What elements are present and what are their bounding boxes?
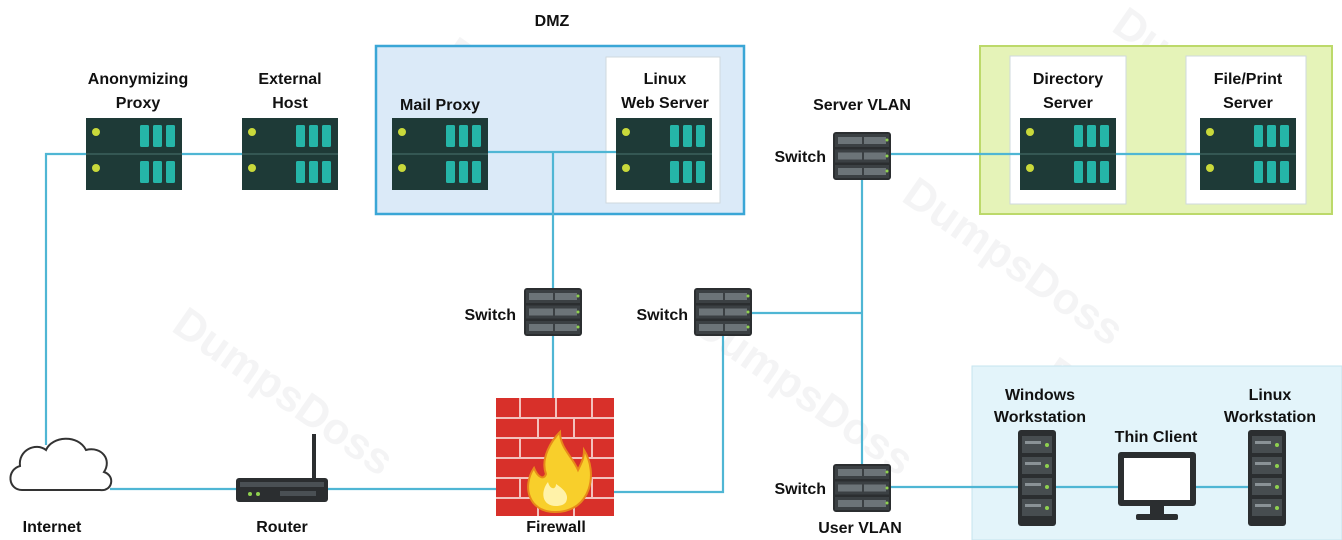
thin-client: Thin Client: [1115, 429, 1198, 520]
network-switch-icon: [694, 288, 752, 336]
firewall-icon: [496, 398, 614, 516]
linux-web-server: Linux Web Server: [616, 71, 712, 190]
router-label: Router: [256, 519, 308, 536]
linux-web-server-label-line2: Web Server: [621, 95, 709, 112]
windows-workstation-label-line2: Workstation: [994, 409, 1086, 426]
network-switch-icon: [524, 288, 582, 336]
connections: [44, 150, 1248, 494]
router: Router: [236, 434, 328, 536]
switch-label: Switch: [464, 307, 516, 324]
thin-client-label: Thin Client: [1115, 429, 1198, 446]
network-switch-icon: [833, 464, 891, 512]
firewall-label: Firewall: [526, 519, 586, 536]
rack-server-icon: [86, 118, 182, 190]
external-host: External Host: [242, 71, 338, 190]
anonymizing-proxy-label-line1: Anonymizing: [88, 71, 188, 88]
directory-server-label-line1: Directory: [1033, 71, 1103, 88]
switch-label: Switch: [636, 307, 688, 324]
server-vlan-label: Server VLAN: [813, 97, 911, 114]
server-vlan-switch: Switch: [774, 132, 891, 180]
rack-server-icon: [392, 118, 488, 190]
switch-label: Switch: [774, 481, 826, 498]
external-host-label-line1: External: [258, 71, 321, 88]
user-vlan-switch: Switch: [774, 464, 891, 512]
user-vlan-label: User VLAN: [818, 520, 902, 537]
windows-workstation: Windows Workstation: [994, 387, 1086, 526]
dmz-label: DMZ: [535, 13, 570, 30]
firewall: Firewall: [496, 398, 614, 536]
directory-server-label-line2: Server: [1043, 95, 1093, 112]
rack-server-icon: [1200, 118, 1296, 190]
anonymizing-proxy-label-line2: Proxy: [116, 95, 161, 112]
tower-server-icon: [1248, 430, 1286, 526]
switch-label: Switch: [774, 149, 826, 166]
linux-workstation-label-line2: Workstation: [1224, 409, 1316, 426]
directory-server: Directory Server: [1020, 71, 1116, 190]
rack-server-icon: [616, 118, 712, 190]
windows-workstation-label-line1: Windows: [1005, 387, 1075, 404]
mail-proxy-label: Mail Proxy: [400, 97, 480, 114]
mail-proxy: Mail Proxy: [392, 97, 488, 190]
monitor-icon: [1118, 452, 1196, 520]
tower-server-icon: [1018, 430, 1056, 526]
link-firewall-switch: [612, 334, 725, 494]
rack-server-icon: [1020, 118, 1116, 190]
cloud-icon: [9, 437, 113, 492]
network-switch-icon: [833, 132, 891, 180]
dmz-switch: Switch: [464, 288, 582, 336]
core-switch: Switch: [636, 288, 752, 336]
link-internet-proxy: [44, 152, 86, 445]
internet-label: Internet: [23, 519, 82, 536]
file-print-server: File/Print Server: [1200, 71, 1296, 190]
internet: Internet: [9, 437, 113, 536]
file-print-server-label-line2: Server: [1223, 95, 1273, 112]
router-icon: [236, 434, 328, 502]
linux-web-server-label-line1: Linux: [644, 71, 687, 88]
file-print-server-label-line1: File/Print: [1214, 71, 1283, 88]
watermark-text: DumpsDoss: [164, 298, 402, 485]
anonymizing-proxy: Anonymizing Proxy: [86, 71, 188, 190]
rack-server-icon: [242, 118, 338, 190]
linux-workstation: Linux Workstation: [1224, 387, 1316, 526]
external-host-label-line2: Host: [272, 95, 308, 112]
linux-workstation-label-line1: Linux: [1249, 387, 1292, 404]
